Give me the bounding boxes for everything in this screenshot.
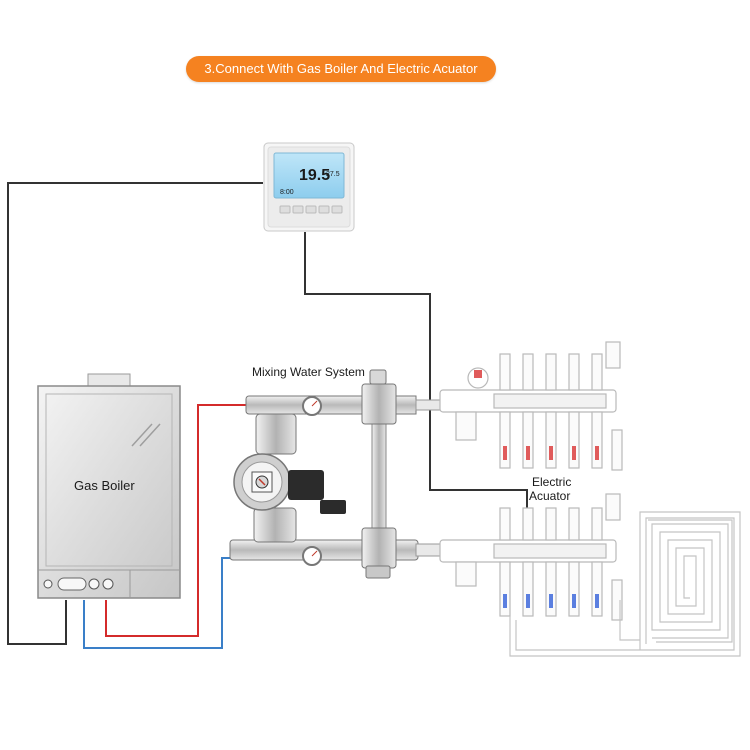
floor-heating-coil [509, 511, 741, 657]
thermostat-button[interactable] [279, 205, 291, 214]
boiler-display [57, 577, 87, 591]
thermostat-small-reading: 27.5 [326, 171, 340, 178]
boiler-label: Gas Boiler [74, 478, 135, 493]
hot-flow-pipe [105, 404, 248, 637]
thermostat-button[interactable] [331, 205, 343, 214]
thermostat-boiler-wire [7, 182, 263, 645]
mixing-label: Mixing Water System [252, 365, 365, 379]
cold-return-pipe [83, 557, 236, 649]
boiler-knob[interactable] [102, 578, 114, 590]
actuator-label-line2: Acuator [529, 489, 570, 503]
manifold-markers [474, 370, 599, 608]
thermostat-screen [273, 152, 345, 199]
thermostat: 19.5 27.5 8:00 [263, 142, 355, 232]
boiler-top-vent [87, 373, 131, 387]
gas-boiler: Gas Boiler [37, 373, 181, 599]
thermostat-button[interactable] [318, 205, 330, 214]
boiler-knob[interactable] [43, 579, 53, 589]
thermostat-temperature: 19.5 [299, 167, 330, 184]
thermostat-actuator-wire [304, 232, 528, 528]
wires [7, 182, 528, 645]
thermostat-button[interactable] [305, 205, 317, 214]
thermostat-clock: 8:00 [280, 189, 294, 196]
mixing-unit [229, 369, 441, 579]
actuator-label-line1: Electric [532, 475, 571, 489]
manifold [439, 341, 623, 621]
boiler-knob[interactable] [88, 578, 100, 590]
circulation-pump [233, 453, 346, 514]
page-title: 3.Connect With Gas Boiler And Electric A… [186, 56, 496, 82]
boiler-pipes [83, 404, 248, 649]
thermostat-button[interactable] [292, 205, 304, 214]
